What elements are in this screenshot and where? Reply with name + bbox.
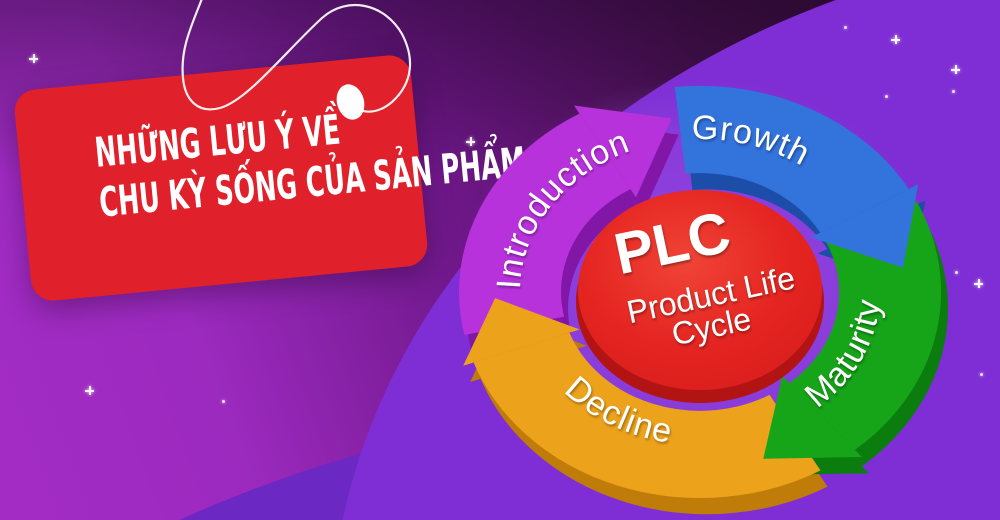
star-dot <box>955 271 958 274</box>
stage-arc-growth <box>674 85 909 234</box>
star-dot <box>952 90 955 93</box>
stage-arrowhead-introduction <box>574 105 672 198</box>
star-dot <box>885 95 888 98</box>
star-dot <box>222 400 225 403</box>
stage-arrowhead-maturity <box>763 375 862 459</box>
plc-cycle-diagram: PLC Product Life Cycle Introduction Grow… <box>459 85 948 515</box>
star-sparkle <box>85 386 94 395</box>
star-sparkle <box>891 35 900 44</box>
star-sparkle <box>29 54 38 63</box>
stage-arc-decline <box>473 331 821 498</box>
star-dot <box>980 373 983 376</box>
cycle-ring <box>459 85 948 515</box>
star-sparkle <box>974 279 983 288</box>
squiggle-doodle <box>181 0 412 113</box>
star-sparkle <box>466 137 475 146</box>
stage-arc-introduction <box>459 113 632 335</box>
star-sparkle <box>951 65 960 74</box>
stage-arrowhead-decline <box>463 298 580 366</box>
squiggle-path <box>181 0 412 113</box>
center-disc <box>578 190 822 390</box>
star-dot <box>844 26 847 29</box>
stage-arrowhead-growth <box>810 184 919 268</box>
